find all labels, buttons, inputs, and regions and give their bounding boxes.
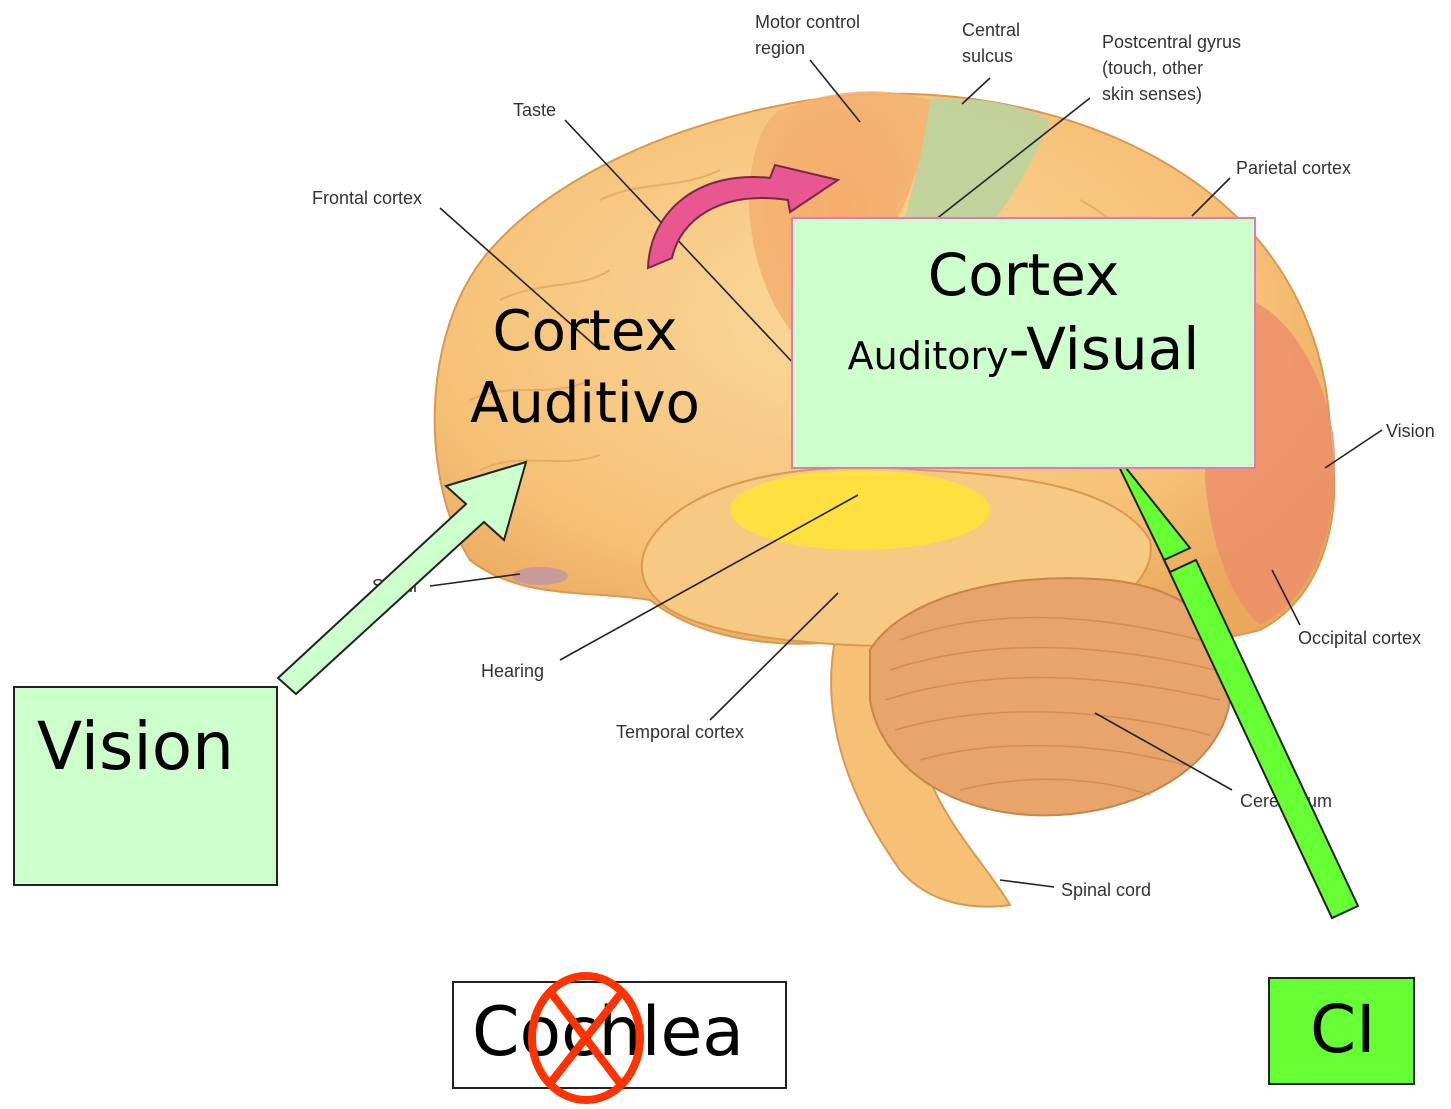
vision-box: Vision: [13, 686, 278, 886]
olfactory-bulb: [512, 567, 568, 585]
auditory-visual-cortex-box: Cortex Auditory-Visual: [791, 217, 1256, 469]
av-cortex-subtitle: Auditory-Visual: [793, 315, 1254, 383]
label-taste: Taste: [513, 100, 556, 120]
label-vision-area: Vision: [1386, 421, 1435, 441]
label-spinal-cord: Spinal cord: [1061, 880, 1151, 900]
av-cortex-title: Cortex: [793, 241, 1254, 309]
label-occipital-cortex: Occipital cortex: [1298, 628, 1421, 648]
cochlea-cross-icon: [524, 970, 648, 1106]
label-parietal-cortex: Parietal cortex: [1236, 158, 1351, 178]
hearing-region: [730, 470, 990, 550]
auditory-cortex-line1: Cortex: [440, 296, 730, 368]
auditory-cortex-line2: Auditivo: [440, 368, 730, 440]
label-hearing: Hearing: [481, 661, 544, 681]
av-cortex-visual: -Visual: [1009, 315, 1200, 383]
label-frontal-cortex: Frontal cortex: [312, 188, 422, 208]
label-temporal-cortex: Temporal cortex: [616, 722, 744, 742]
vision-box-label: Vision: [37, 708, 234, 785]
ci-box-label: CI: [1310, 991, 1376, 1068]
av-cortex-auditory: Auditory: [848, 334, 1009, 378]
auditory-cortex-label: Cortex Auditivo: [440, 296, 730, 440]
ci-box: CI: [1268, 977, 1415, 1085]
